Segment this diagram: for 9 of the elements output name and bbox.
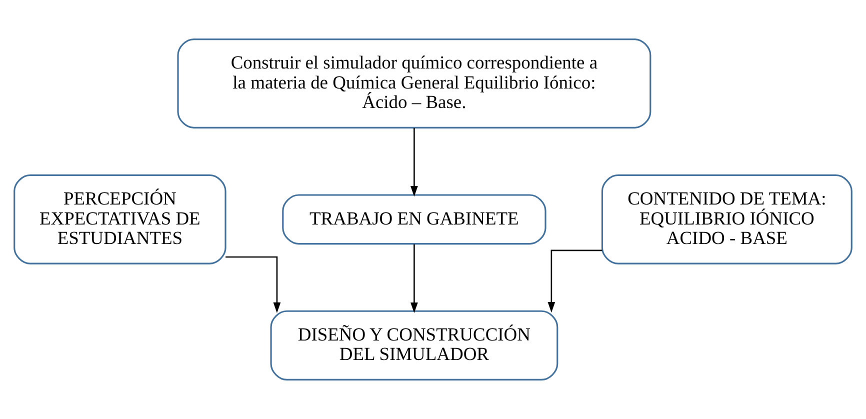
node-box: PERCEPCIÓN EXPECTATIVAS DE ESTUDIANTES — [14, 174, 226, 264]
arrow — [410, 244, 418, 314]
arrow — [548, 250, 602, 313]
arrow — [226, 256, 281, 313]
node-box: TRABAJO EN GABINETE — [282, 194, 546, 245]
node-box: DISEÑO Y CONSTRUCCIÓN DEL SIMULADOR — [270, 310, 558, 381]
arrow — [410, 128, 418, 197]
node-box: CONTENIDO DE TEMA: EQUILIBRIO IÓNICO ACIDO - BASE — [601, 174, 852, 264]
node-box: Construir el simulador químico correspondiente a la materia de Química General Equilibrio Iónico: Ácido – Base. — [177, 38, 652, 128]
